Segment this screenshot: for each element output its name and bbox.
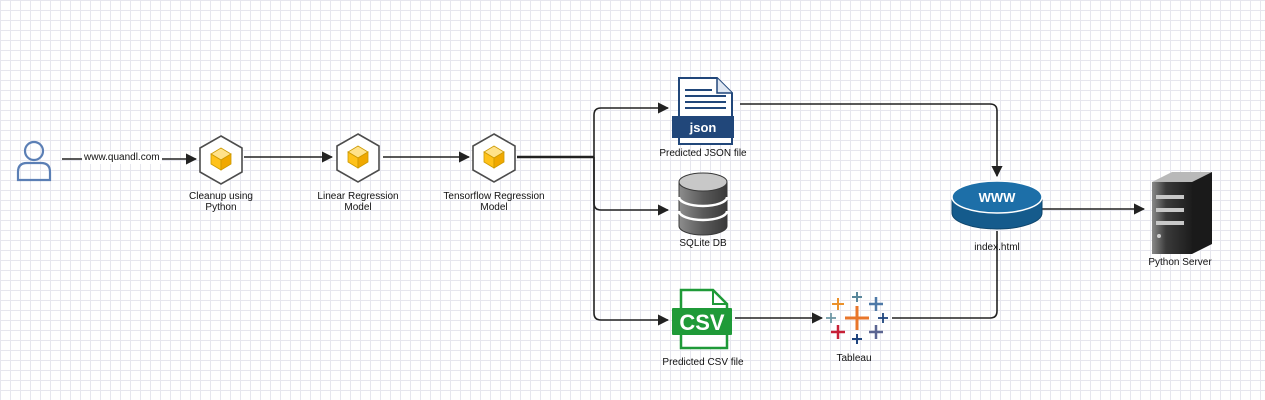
cube-icon — [336, 133, 380, 183]
server-tower-icon[interactable] — [1152, 172, 1212, 254]
database-icon[interactable] — [677, 172, 729, 236]
tableau-label: Tableau — [836, 353, 872, 364]
person-outline-icon — [16, 140, 52, 182]
csv-file-label: Predicted CSV file — [662, 357, 744, 368]
json-file-icon[interactable]: json — [672, 77, 734, 145]
linear-label: Linear Regression Model — [317, 191, 399, 213]
tableau-logo-icon[interactable] — [826, 292, 888, 344]
server-label: Python Server — [1148, 257, 1212, 268]
edge-tensorflow-to-sqlite — [593, 157, 670, 216]
edge-tableau-to-www — [892, 231, 998, 319]
cleanup-node[interactable] — [199, 135, 243, 185]
www-badge: WWW — [979, 190, 1017, 205]
www-disc-icon[interactable]: WWW — [951, 180, 1043, 230]
json-badge: json — [689, 120, 717, 135]
edges — [62, 102, 1146, 326]
json-file-label: Predicted JSON file — [659, 148, 747, 159]
csv-badge: CSV — [679, 310, 725, 335]
cleanup-label: Cleanup using Python — [189, 191, 253, 213]
edge-tensorflow-to-json — [593, 102, 670, 157]
cube-icon — [472, 133, 516, 183]
csv-file-icon[interactable]: CSV — [672, 288, 732, 350]
linear-node[interactable] — [336, 133, 380, 183]
cube-icon — [199, 135, 243, 185]
tensorflow-label: Tensorflow Regression Model — [443, 191, 545, 213]
edge-tensorflow-to-csv — [593, 157, 670, 326]
edge-label-quandl: www.quandl.com — [82, 152, 162, 164]
sqlite-label: SQLite DB — [679, 238, 727, 249]
edge-json-to-www — [740, 103, 1003, 178]
tensorflow-node[interactable] — [472, 133, 516, 183]
www-label: index.html — [974, 242, 1020, 253]
